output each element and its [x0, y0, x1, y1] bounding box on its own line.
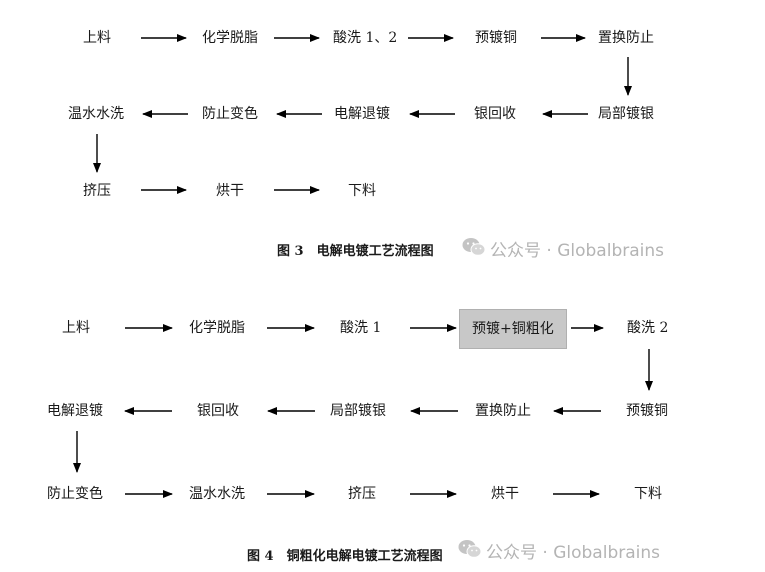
step-extrusion: 挤压 — [83, 183, 111, 199]
step-silver-recovery: 银回收 — [197, 403, 239, 419]
step-extrusion: 挤压 — [348, 486, 376, 502]
watermark: 公众号 · Globalbrains — [490, 241, 664, 261]
step-pre-copper-plating: 预镀铜 — [475, 30, 517, 46]
step-spot-silver-plating: 局部镀银 — [598, 106, 654, 122]
step-anti-tarnish: 防止变色 — [47, 486, 103, 502]
step-acid-pickling-2: 酸洗 2 — [627, 320, 669, 336]
wechat-icon — [462, 238, 486, 256]
step-unloading: 下料 — [348, 183, 376, 199]
step-pre-plating-copper-roughening: 预镀+铜粗化 — [459, 309, 567, 349]
step-loading: 上料 — [83, 30, 111, 46]
step-pre-copper-plating: 预镀铜 — [626, 403, 668, 419]
step-chemical-degreasing: 化学脱脂 — [202, 30, 258, 46]
step-loading: 上料 — [62, 320, 90, 336]
step-warm-water-rinse: 温水水洗 — [68, 106, 124, 122]
step-drying: 烘干 — [491, 486, 519, 502]
step-electrolytic-stripping: 电解退镀 — [47, 403, 103, 419]
step-chemical-degreasing: 化学脱脂 — [189, 320, 245, 336]
step-anti-tarnish: 防止变色 — [202, 106, 258, 122]
step-silver-recovery: 银回收 — [474, 106, 516, 122]
step-acid-pickling: 酸洗 1、2 — [333, 30, 398, 46]
wechat-icon — [458, 540, 482, 558]
step-spot-silver-plating: 局部镀银 — [330, 403, 386, 419]
step-unloading: 下料 — [634, 486, 662, 502]
figure-3-caption: 图 3 电解电镀工艺流程图 — [277, 244, 434, 259]
step-displacement-prevention: 置换防止 — [598, 30, 654, 46]
step-warm-water-rinse: 温水水洗 — [189, 486, 245, 502]
step-acid-pickling-1: 酸洗 1 — [340, 320, 382, 336]
figure-4-caption: 图 4 铜粗化电解电镀工艺流程图 — [247, 549, 443, 564]
watermark: 公众号 · Globalbrains — [486, 543, 660, 563]
step-electrolytic-stripping: 电解退镀 — [334, 106, 390, 122]
step-drying: 烘干 — [216, 183, 244, 199]
step-displacement-prevention: 置换防止 — [475, 403, 531, 419]
